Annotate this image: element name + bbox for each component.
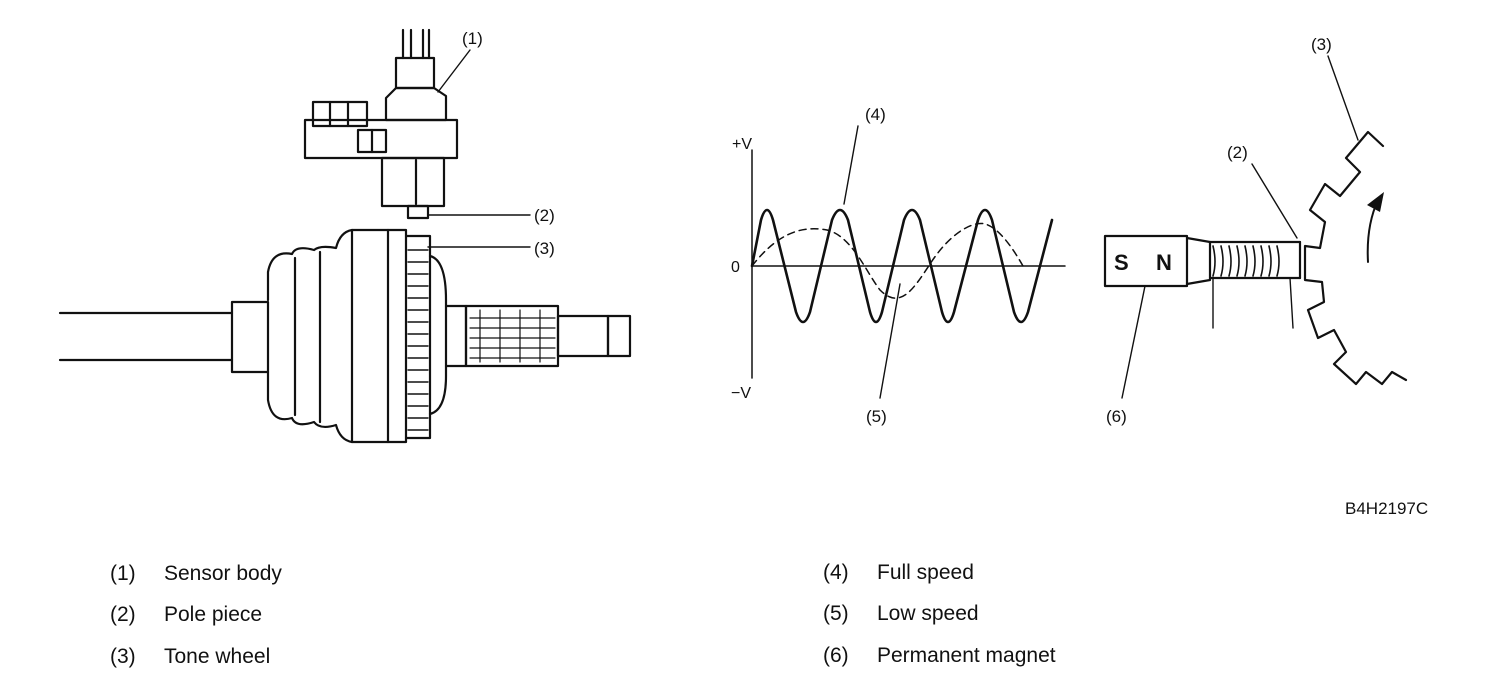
low-speed-wave xyxy=(751,222,1024,299)
magnet-north-label: N xyxy=(1156,250,1172,275)
legend-text: Low speed xyxy=(877,602,979,625)
tone-wheel-segment xyxy=(1303,130,1408,386)
legend-item-full-speed: (4) Full speed xyxy=(823,561,974,585)
axis-label-plus-v: +V xyxy=(732,136,752,153)
legend-item-permanent-magnet: (6) Permanent magnet xyxy=(823,644,1056,668)
callout-2-right: (2) xyxy=(1227,143,1248,162)
legend-text: Permanent magnet xyxy=(877,644,1056,667)
legend-number: (4) xyxy=(823,561,849,584)
graph-axis-labels: +V 0 −V xyxy=(731,136,752,402)
callout-2-left: (2) xyxy=(534,206,555,225)
leader-lines-graph xyxy=(843,125,901,399)
legend-number: (3) xyxy=(110,645,136,668)
callout-6: (6) xyxy=(1106,407,1127,426)
full-speed-wave xyxy=(750,208,1054,324)
pole-piece-coil xyxy=(1212,245,1280,277)
legend-text: Full speed xyxy=(877,561,974,584)
legend-text: Tone wheel xyxy=(164,645,271,668)
legend-text: Sensor body xyxy=(164,562,282,585)
permanent-magnet-drawing xyxy=(1103,234,1302,288)
callout-1-sensor: (1) xyxy=(462,29,483,48)
legend-number: (1) xyxy=(110,562,136,585)
figure-code: B4H2197C xyxy=(1345,499,1428,518)
legend-item-tone-wheel: (3) Tone wheel xyxy=(110,645,270,669)
axis-label-zero: 0 xyxy=(731,259,740,276)
legend-item-low-speed: (5) Low speed xyxy=(823,602,979,626)
legend-text: Pole piece xyxy=(164,603,263,626)
axle-shaft xyxy=(58,228,632,444)
legend-item-sensor-body: (1) Sensor body xyxy=(110,562,282,586)
callout-3-right: (3) xyxy=(1311,35,1332,54)
magnet-south-label: S xyxy=(1114,250,1129,275)
callout-4: (4) xyxy=(865,105,886,124)
callout-5: (5) xyxy=(866,407,887,426)
legend-number: (6) xyxy=(823,644,849,667)
legend-number: (5) xyxy=(823,602,849,625)
axis-label-minus-v: −V xyxy=(731,385,751,402)
callout-labels: (1) (2) (3) (4) (5) (6) (2) (3) xyxy=(462,29,1332,426)
tone-wheel-teeth xyxy=(407,249,429,431)
legend-number: (2) xyxy=(110,603,136,626)
leader-lines-left xyxy=(427,49,531,248)
callout-3-left: (3) xyxy=(534,239,555,258)
legend-item-pole-piece: (2) Pole piece xyxy=(110,603,262,627)
rotation-arrow-head xyxy=(1367,192,1384,212)
graph-axes xyxy=(751,149,1066,379)
shaft-splines xyxy=(469,309,556,363)
sensor-body-drawing xyxy=(303,28,459,220)
leader-lines-right xyxy=(1121,55,1359,399)
